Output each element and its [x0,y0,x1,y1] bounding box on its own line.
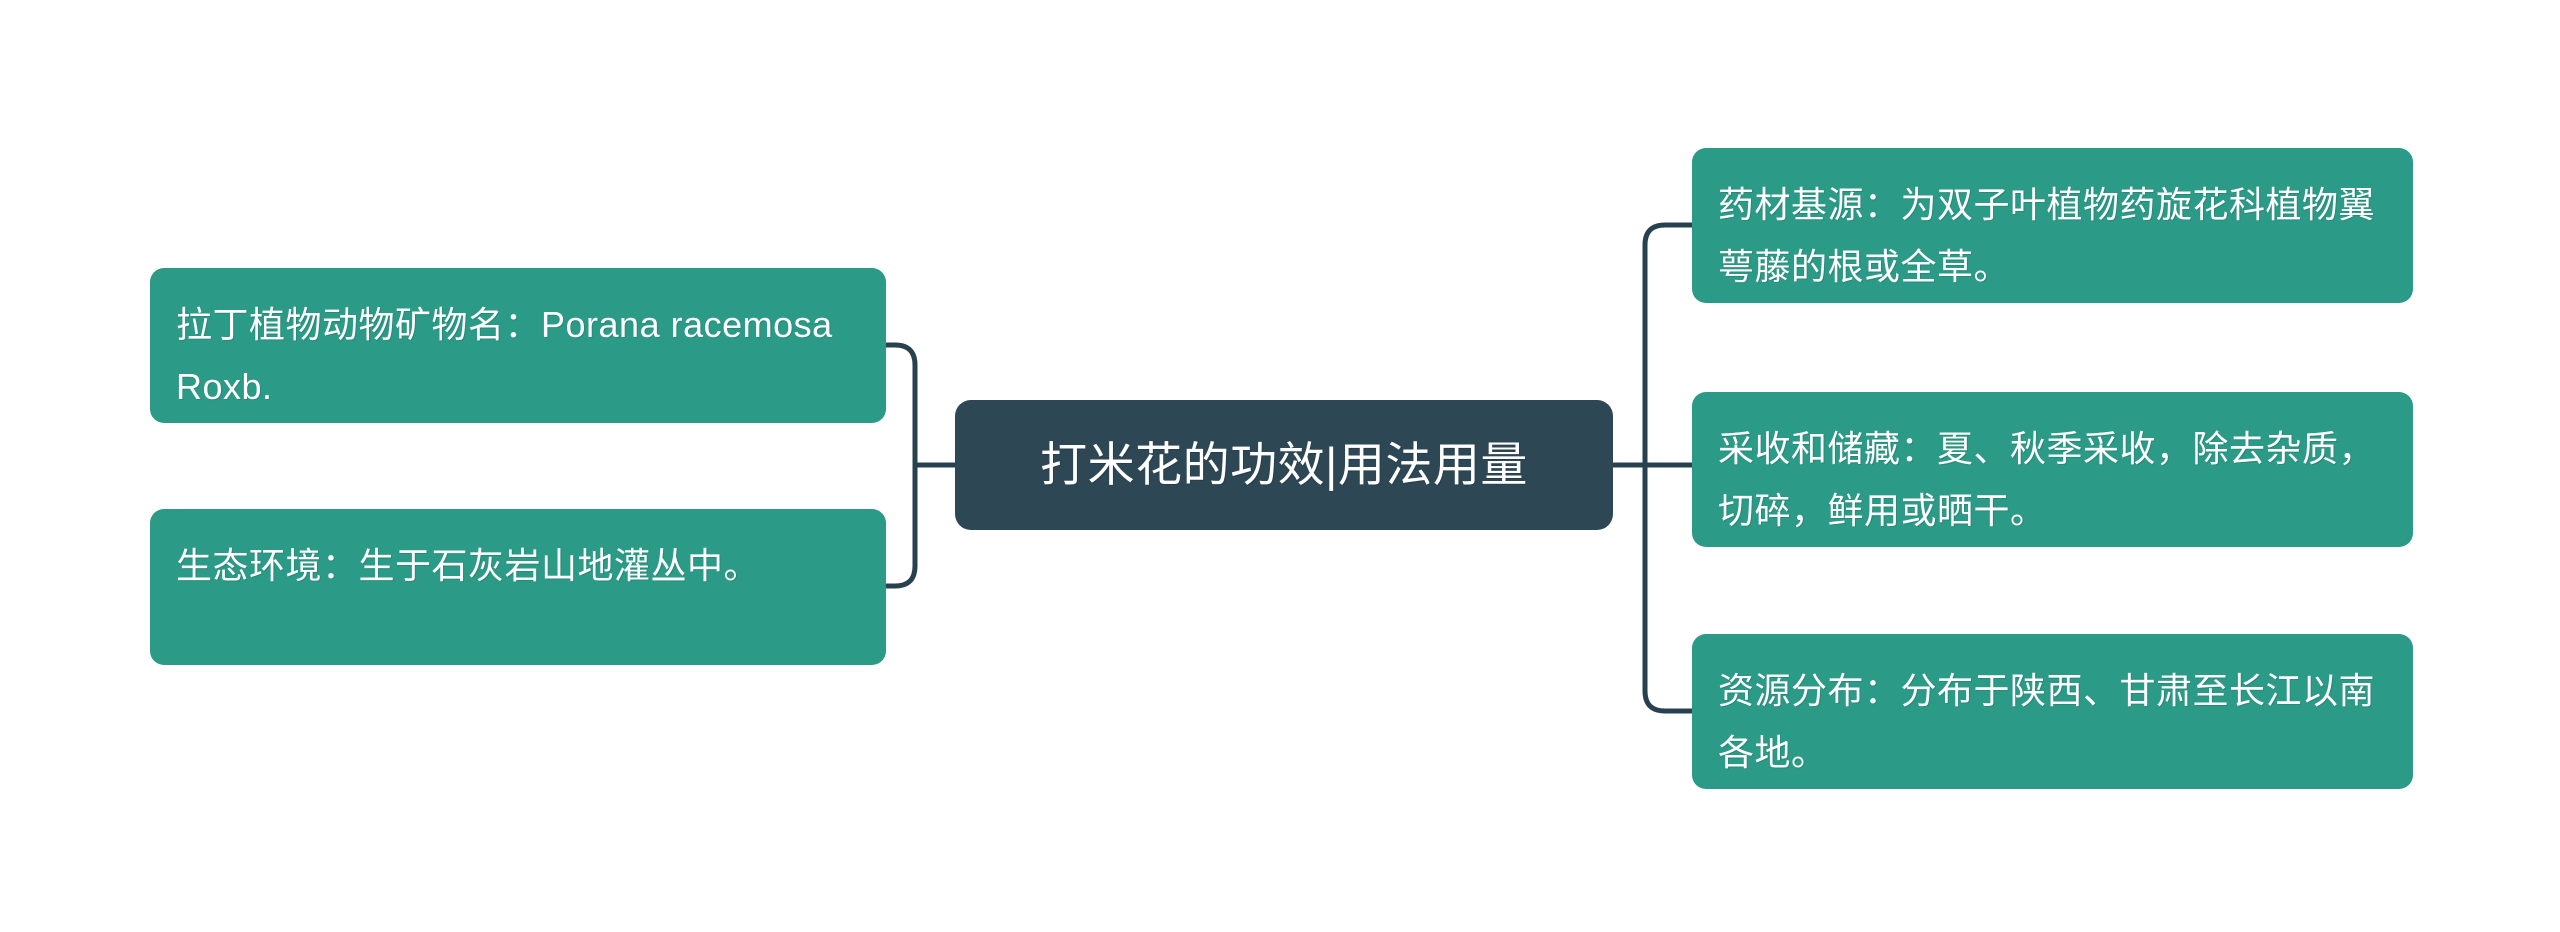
connector-right-to-node-0 [1642,222,1695,468]
branch-node-label: 采收和储藏：夏、秋季采收，除去杂质，切碎，鲜用或晒干。 [1718,428,2376,531]
connector-right-to-node-2 [1642,462,1695,714]
branch-node-medicinal-source[interactable]: 药材基源：为双子叶植物药旋花科植物翼萼藤的根或全草。 [1692,148,2413,303]
connector-left-to-node-1 [883,462,918,589]
central-topic-node[interactable]: 打米花的功效|用法用量 [955,400,1613,530]
branch-node-ecological-environment[interactable]: 生态环境：生于石灰岩山地灌丛中。 [150,509,886,665]
branch-node-resource-distribution[interactable]: 资源分布：分布于陕西、甘肃至长江以南各地。 [1692,634,2413,789]
branch-node-label: 生态环境：生于石灰岩山地灌丛中。 [176,545,761,586]
connector-left-to-node-0 [883,342,918,468]
branch-node-latin-name[interactable]: 拉丁植物动物矿物名：Porana racemosa Roxb. [150,268,886,423]
central-topic-label: 打米花的功效|用法用量 [1040,438,1528,491]
branch-node-label: 药材基源：为双子叶植物药旋花科植物翼萼藤的根或全草。 [1718,184,2376,287]
branch-node-harvest-and-storage[interactable]: 采收和储藏：夏、秋季采收，除去杂质，切碎，鲜用或晒干。 [1692,392,2413,547]
branch-node-label: 资源分布：分布于陕西、甘肃至长江以南各地。 [1718,670,2376,773]
branch-node-label: 拉丁植物动物矿物名：Porana racemosa Roxb. [176,304,833,407]
